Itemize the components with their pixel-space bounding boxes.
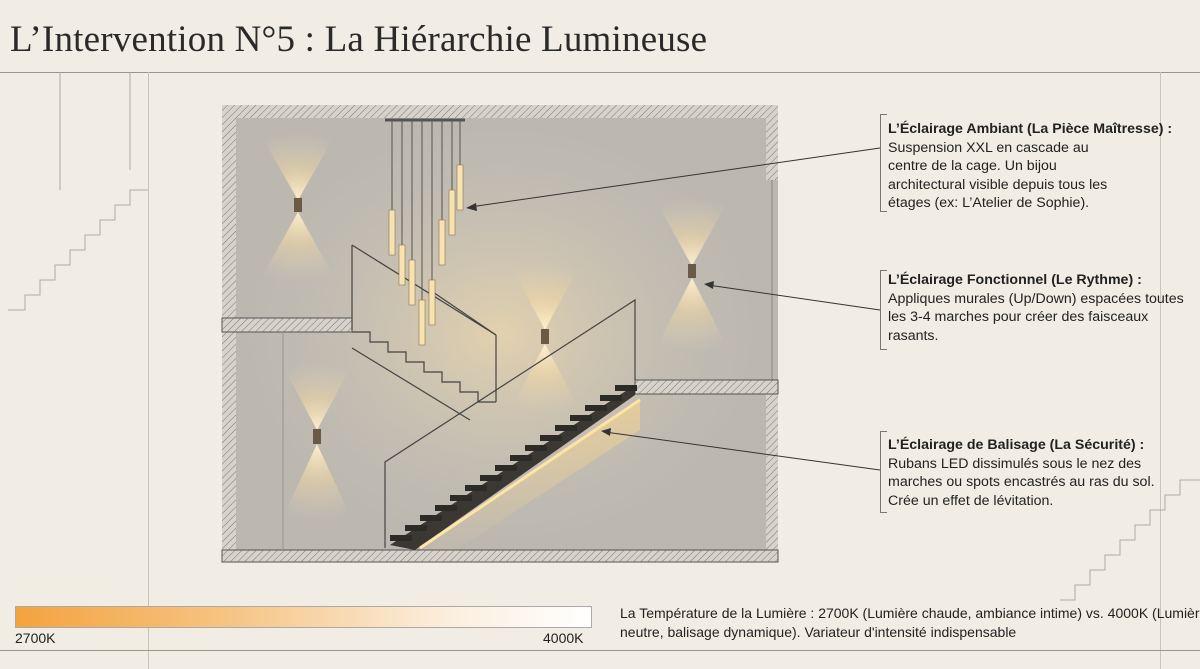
annotation-heading: L’Éclairage de Balisage (La Sécurité) : [888, 437, 1145, 453]
annotation-ambient: L’Éclairage Ambiant (La Pièce Maîtresse)… [888, 120, 1200, 213]
decorative-stair-outline [8, 72, 1200, 601]
annotation-body: Rubans LED dissimulés sous le nez des ma… [888, 455, 1155, 509]
wall-light [505, 255, 585, 420]
bottom-divider [0, 650, 1200, 651]
grid-line [148, 72, 149, 669]
annotation-heading: L’Éclairage Fonctionnel (Le Rythme) : [888, 272, 1142, 288]
annotation-bracket [880, 431, 887, 513]
temperature-max-label: 4000K [543, 630, 584, 646]
leader-arrows [469, 147, 881, 471]
title-divider [0, 72, 1200, 73]
wall-light [650, 190, 734, 360]
annotation-marking: L’Éclairage de Balisage (La Sécurité) : … [888, 436, 1188, 510]
annotation-bracket [880, 114, 887, 212]
wall-light [255, 125, 341, 290]
temperature-min-label: 2700K [15, 630, 56, 646]
annotation-body: Appliques murales (Up/Down) espacées tou… [888, 290, 1184, 344]
temperature-description: La Température de la Lumière : 2700K (Lu… [620, 605, 1200, 640]
wall-light [277, 355, 357, 530]
annotation-heading: L’Éclairage Ambiant (La Pièce Maîtresse)… [888, 121, 1173, 137]
annotation-bracket [880, 270, 887, 350]
annotation-body: Suspension XXL en cascade au centre de l… [888, 139, 1108, 212]
color-temperature-gradient-bar [15, 606, 592, 628]
annotation-functional: L’Éclairage Fonctionnel (Le Rythme) : Ap… [888, 271, 1193, 345]
page-title: L’Intervention N°5 : La Hiérarchie Lumin… [10, 19, 708, 60]
grid-line [1160, 72, 1161, 669]
